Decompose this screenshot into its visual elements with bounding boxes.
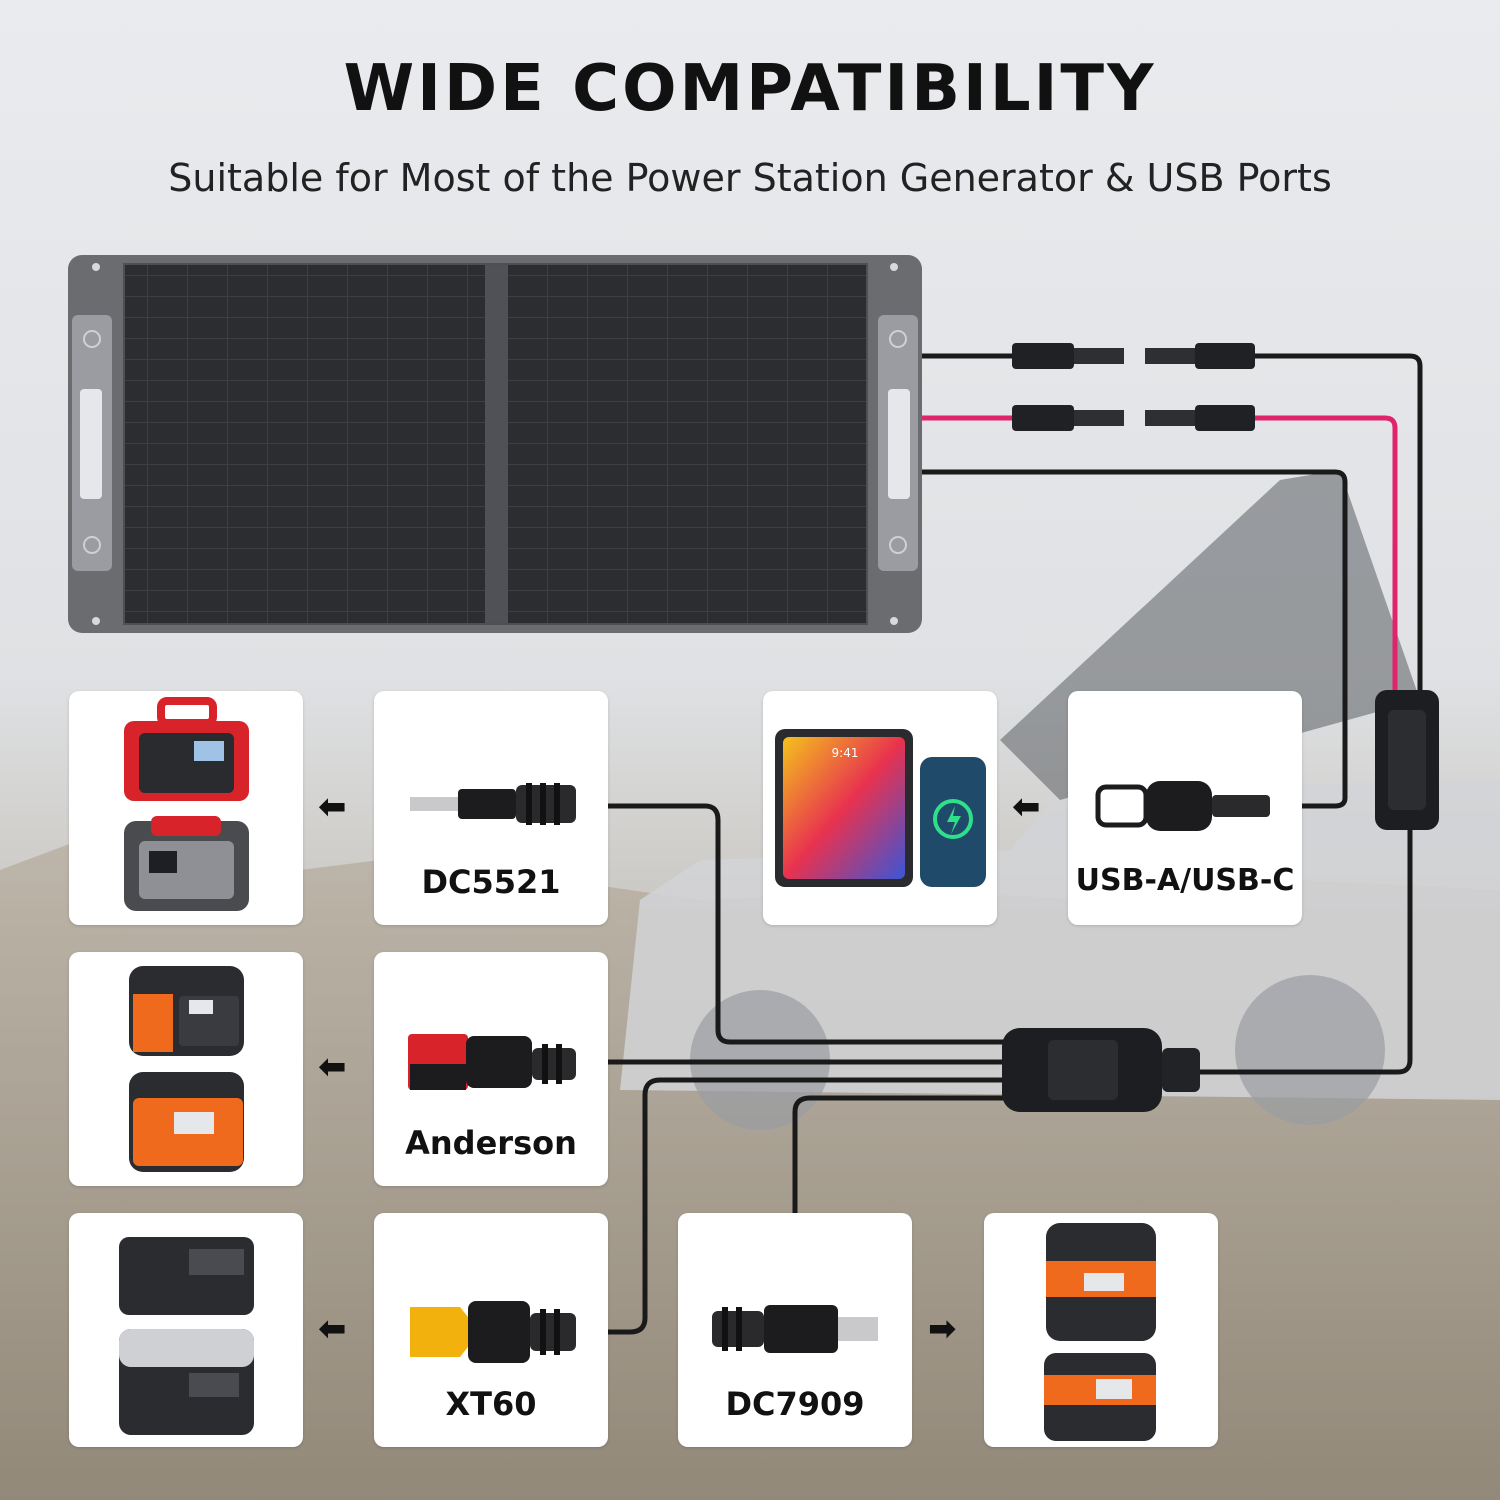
arrow-left-icon: ⬅: [318, 1047, 347, 1087]
connector-card-usb: USB-A/USB-C: [1068, 691, 1302, 925]
arrow-right-icon: ➡: [928, 1309, 957, 1349]
connector-label-anderson: Anderson: [405, 1124, 577, 1162]
connector-label-dc5521: DC5521: [421, 863, 561, 901]
arrow-left-icon: ⬅: [318, 1309, 347, 1349]
page-title: WIDE COMPATIBILITY: [343, 52, 1157, 126]
arrow-left-icon: ⬅: [1012, 787, 1041, 827]
device-card-power-station-dark: [69, 1213, 303, 1447]
connector-card-xt60: XT60: [374, 1213, 608, 1447]
connector-label-xt60: XT60: [445, 1385, 537, 1423]
device-card-power-station-red: [69, 691, 303, 925]
connector-card-anderson: Anderson: [374, 952, 608, 1186]
arrow-left-icon: ⬅: [318, 787, 347, 827]
device-card-power-station-jackery: [984, 1213, 1218, 1447]
device-card-tablet-phone: 9:41: [763, 691, 997, 925]
solar-panel: [68, 255, 922, 633]
connector-label-usb: USB-A/USB-C: [1075, 863, 1295, 898]
tablet-time: 9:41: [832, 746, 859, 760]
connector-label-dc7909: DC7909: [725, 1385, 865, 1423]
connector-card-dc5521: DC5521: [374, 691, 608, 925]
device-card-power-station-orange: [69, 952, 303, 1186]
connector-card-dc7909: DC7909: [678, 1213, 912, 1447]
page-subtitle: Suitable for Most of the Power Station G…: [168, 156, 1332, 200]
